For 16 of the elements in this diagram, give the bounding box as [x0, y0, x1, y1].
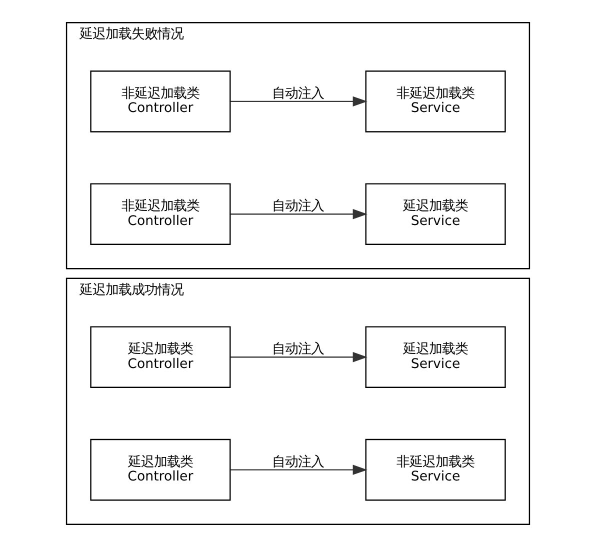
node-box: 非延迟加载类 Service: [364, 438, 506, 501]
node-box: 延迟加载类 Service: [364, 326, 506, 388]
edge-label: 自动注入: [272, 454, 324, 470]
arrow: [230, 352, 367, 362]
arrow: [230, 96, 367, 107]
node-box: 延迟加载类 Controller: [90, 438, 230, 501]
node-box: 非延迟加载类 Service: [364, 70, 506, 132]
node-box: 非延迟加载类 Controller: [90, 70, 230, 132]
arrow: [230, 464, 367, 475]
edge-label: 自动注入: [272, 342, 324, 358]
arrow: [230, 209, 367, 220]
node-box: 延迟加载类 Service: [364, 183, 506, 246]
edge-label: 自动注入: [272, 86, 324, 102]
edge-label: 自动注入: [272, 199, 324, 214]
node-box: 非延迟加载类 Controller: [90, 183, 230, 246]
node-box: 延迟加载类 Controller: [90, 326, 230, 388]
